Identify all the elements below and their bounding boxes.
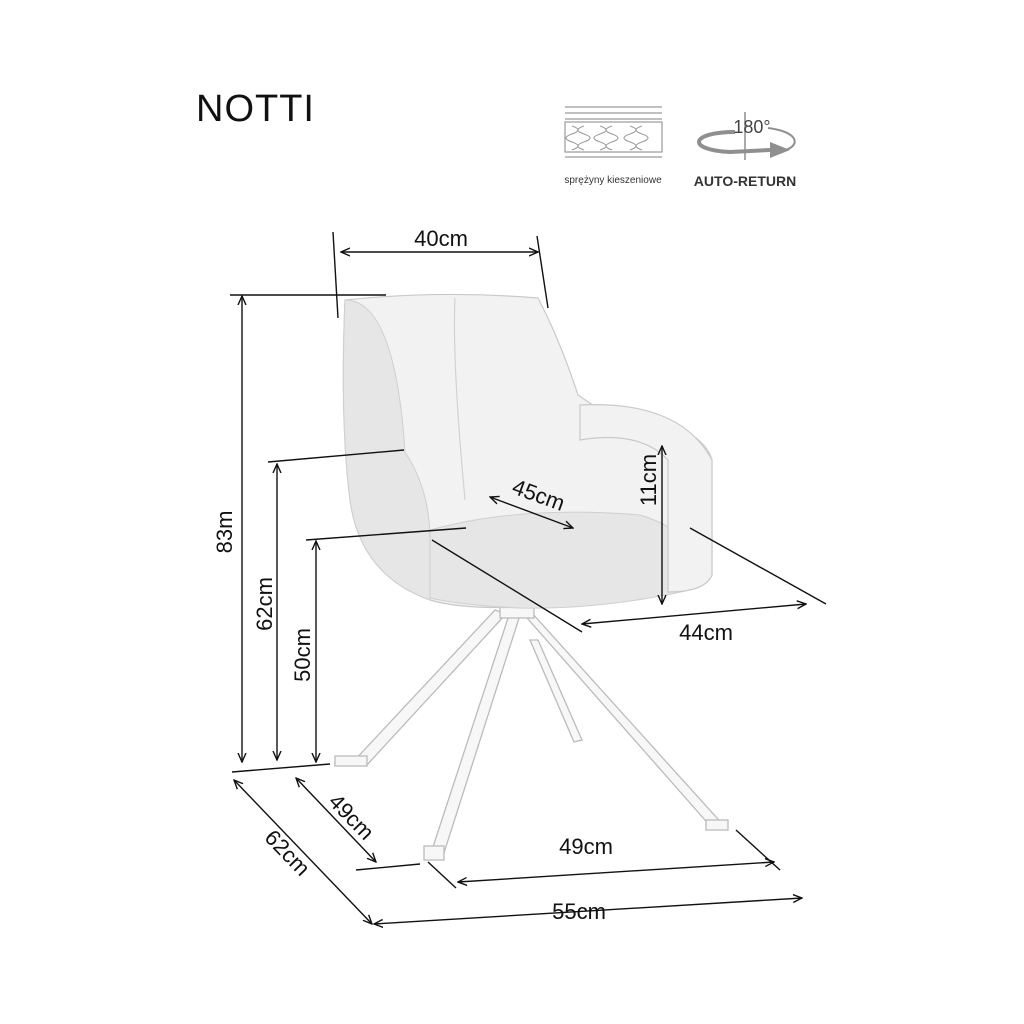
armrest-height-label: 11cm: [636, 454, 661, 506]
rotation-degrees: 180°: [733, 117, 770, 137]
auto-return-label: AUTO-RETURN: [694, 173, 796, 189]
total-depth-label: 62cm: [260, 825, 315, 881]
springs-label: sprężyny kieszeniowe: [564, 175, 662, 186]
dimension-lines: [230, 231, 827, 924]
total-width-label: 55cm: [552, 899, 606, 924]
chair-base: [334, 595, 729, 861]
back-width-label: 40cm: [414, 226, 468, 251]
product-title: NOTTI: [196, 88, 315, 130]
pocket-springs-icon: [564, 106, 663, 158]
chair-illustration: [334, 293, 729, 861]
total-height-label: 83m: [212, 511, 237, 554]
seat-width-label: 44cm: [679, 620, 733, 645]
armrest-floor-height-label: 62cm: [252, 577, 277, 631]
rotation-180-icon: [697, 112, 796, 160]
seat-height-label: 50cm: [290, 628, 315, 682]
base-width-label: 49cm: [559, 834, 613, 859]
